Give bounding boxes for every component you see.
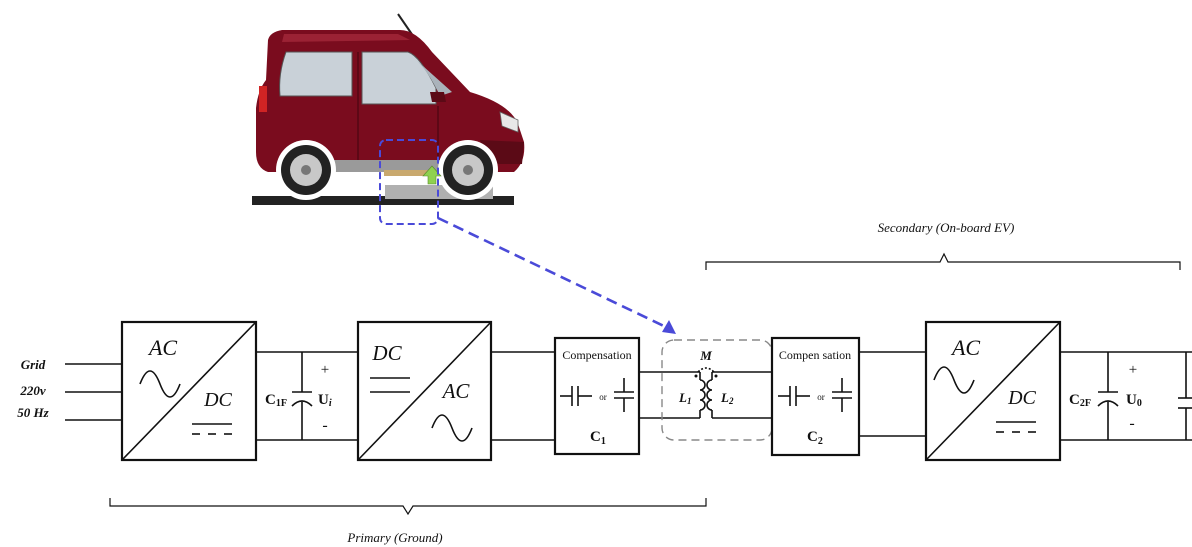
- ui-voltage-label: U: [318, 392, 329, 408]
- svg-text:U0: U0: [1126, 392, 1142, 409]
- compensation-secondary-title: Compen sation: [779, 348, 851, 362]
- l1-coil-sub: 1: [687, 396, 692, 406]
- inverter-output-wires: [491, 351, 555, 441]
- primary-coil-wires: [639, 371, 701, 419]
- compensation-primary-cap-label: C: [590, 429, 601, 445]
- inverter-ac-label: AC: [441, 379, 471, 403]
- rectifier-block-primary: [120, 320, 258, 462]
- mutual-inductance-label: M: [699, 348, 712, 363]
- uo-voltage-label: U: [1126, 392, 1137, 408]
- inverter-dc-label: DC: [371, 341, 402, 365]
- coupled-coils: [661, 339, 773, 441]
- c1f-capacitor-sub: 1F: [276, 398, 287, 409]
- grid-input: [65, 363, 122, 421]
- c2f-capacitor-label: C: [1069, 392, 1080, 408]
- compensation-primary-or: or: [599, 392, 607, 402]
- secondary-coil-wires: [711, 371, 772, 419]
- uo-voltage-sub: 0: [1137, 398, 1142, 409]
- rectifier-primary-ac-label: AC: [147, 335, 177, 360]
- primary-brace: [109, 498, 707, 516]
- svg-text:C2: C2: [807, 429, 823, 447]
- compensation-secondary-cap-sub: 2: [818, 436, 823, 447]
- grid-voltage-label: 220v: [19, 383, 46, 398]
- svg-text:C2F: C2F: [1069, 392, 1091, 409]
- compensation-secondary-or: or: [817, 392, 825, 402]
- c1f-capacitor-label: C: [265, 392, 276, 408]
- rectifier-primary-dc-label: DC: [203, 389, 232, 411]
- l2-coil-sub: 2: [728, 396, 734, 406]
- compensation-primary-cap-sub: 1: [601, 436, 606, 447]
- l1-coil-label: L: [678, 390, 687, 405]
- ui-plus-sign: +: [321, 362, 329, 378]
- electric-vehicle-illustration: [252, 13, 525, 225]
- secondary-label: Secondary (On-board EV): [878, 220, 1015, 235]
- rectifier-secondary-ac-label: AC: [950, 335, 980, 360]
- inverter-block: [356, 320, 493, 462]
- l2-coil-label: L: [720, 390, 729, 405]
- compensation-primary-title: Compensation: [562, 348, 631, 362]
- grid-label: Grid: [21, 357, 46, 372]
- svg-text:L2: L2: [720, 390, 734, 406]
- compensation-block-primary: [553, 336, 641, 456]
- svg-text:L1: L1: [678, 390, 691, 406]
- c2f-capacitor-sub: 2F: [1080, 398, 1091, 409]
- ui-voltage-sub: i: [329, 398, 332, 409]
- compensation-block-secondary: [770, 336, 861, 457]
- ui-minus-sign: -: [322, 417, 327, 434]
- uo-minus-sign: -: [1129, 415, 1134, 432]
- zoom-arrow: [437, 216, 676, 334]
- grid-frequency-label: 50 Hz: [17, 405, 49, 420]
- uo-plus-sign: +: [1129, 362, 1137, 378]
- compensation-secondary-cap-label: C: [807, 429, 818, 445]
- rectifier-block-secondary: [924, 320, 1062, 462]
- secondary-link-wires: [859, 351, 926, 437]
- svg-text:Ui: Ui: [318, 392, 332, 409]
- primary-label: Primary (Ground): [346, 530, 442, 545]
- svg-text:C1: C1: [590, 429, 606, 447]
- dc-link-primary: [256, 351, 358, 441]
- rectifier-secondary-dc-label: DC: [1007, 387, 1036, 409]
- svg-text:C1F: C1F: [265, 392, 287, 409]
- secondary-brace: [705, 252, 1181, 270]
- dc-link-secondary: [1060, 351, 1192, 441]
